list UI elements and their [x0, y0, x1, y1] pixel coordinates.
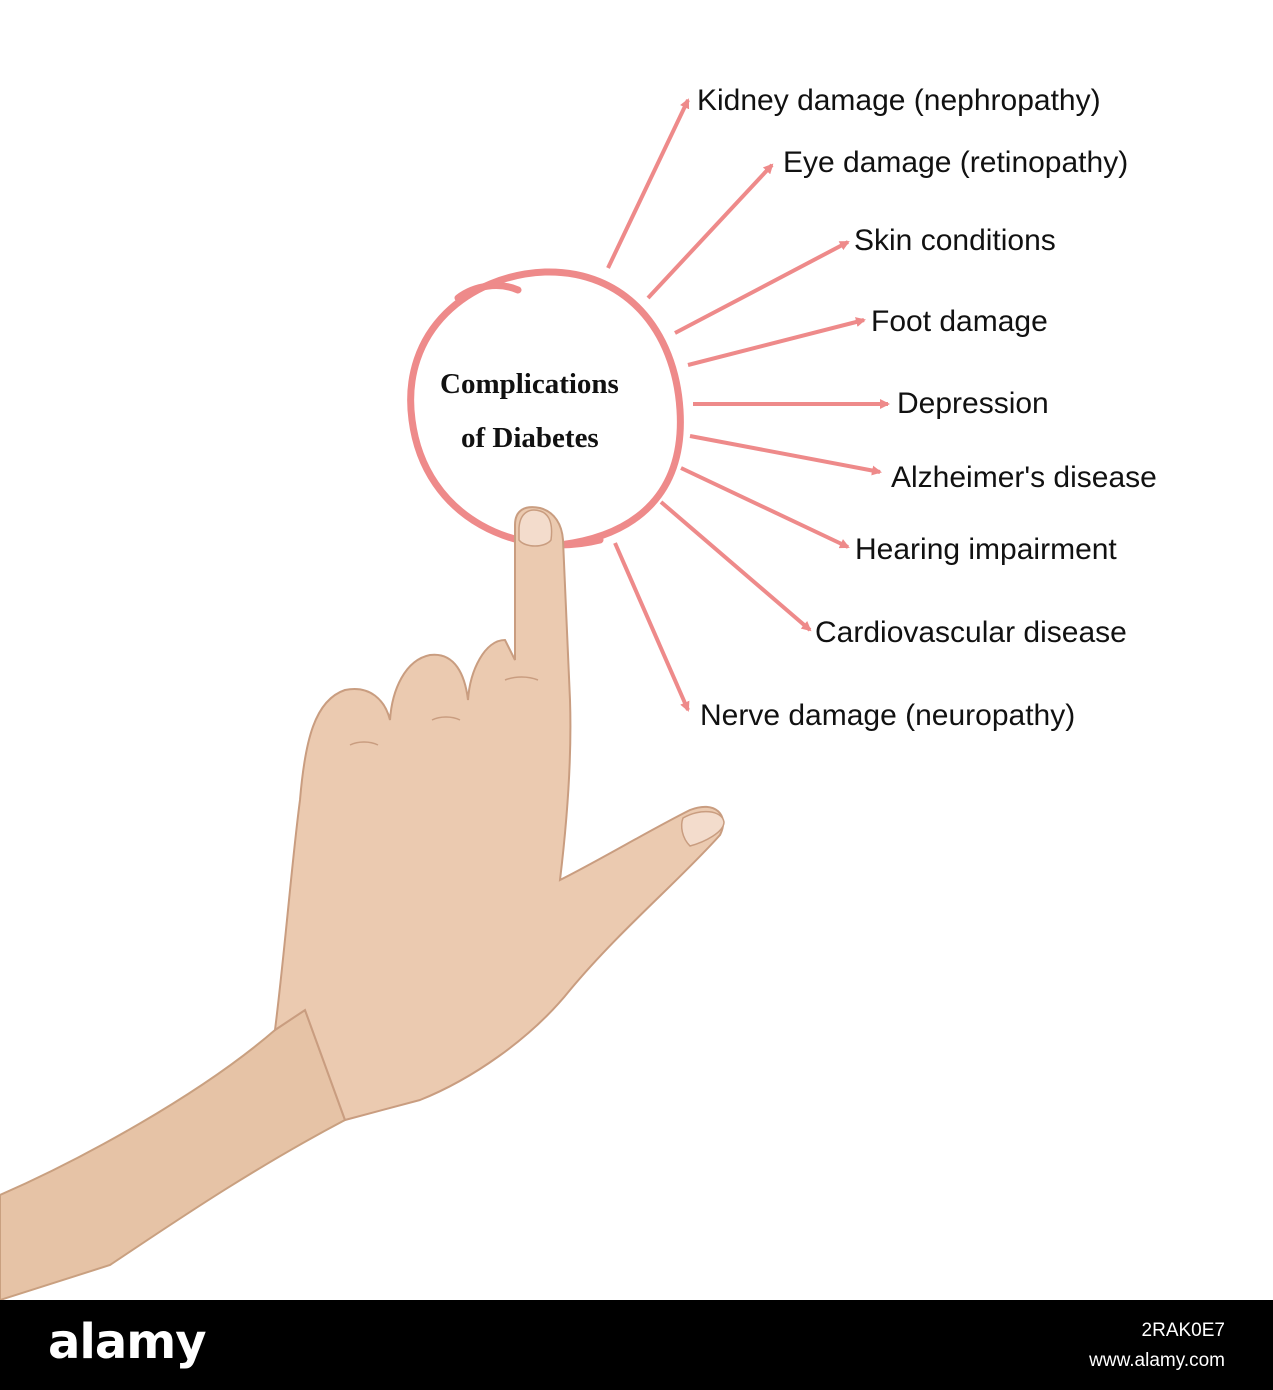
footer-bar: alamy 2RAK0E7 www.alamy.com: [0, 1300, 1273, 1390]
alamy-logo: alamy: [48, 1314, 207, 1370]
center-title-line1: Complications: [440, 368, 619, 400]
outcome-foot: Foot damage: [871, 305, 1048, 338]
arrow-hearing: [680, 466, 850, 549]
watermark: alamy: [138, 1262, 254, 1302]
circle-stroke-tail: [454, 282, 522, 302]
site-url: www.alamy.com: [1089, 1350, 1225, 1371]
outcome-kidney: Kidney damage (nephropathy): [697, 84, 1101, 117]
diagram-svg: Complications of Diabetes Kidney damage …: [0, 84, 1157, 1300]
footer-info: 2RAK0E7 www.alamy.com: [1089, 1316, 1225, 1376]
image-id: 2RAK0E7: [1141, 1320, 1225, 1341]
diagram-canvas: Complications of Diabetes Kidney damage …: [0, 84, 1157, 1302]
outcome-cardio: Cardiovascular disease: [815, 616, 1127, 649]
outcome-nerve: Nerve damage (neuropathy): [700, 699, 1075, 732]
center-circle: [407, 268, 684, 549]
outcome-skin: Skin conditions: [854, 224, 1056, 257]
center-title-line2: of Diabetes: [461, 422, 599, 454]
arrow-foot: [687, 317, 866, 367]
arrow-skin: [674, 240, 850, 335]
arrow-kidney: [606, 98, 690, 269]
arrow-cardio: [659, 500, 812, 632]
arrow-nerve: [613, 542, 690, 712]
outcome-hearing: Hearing impairment: [855, 533, 1117, 566]
outcome-eye: Eye damage (retinopathy): [783, 146, 1128, 179]
outcome-depression: Depression: [897, 387, 1049, 420]
pointing-hand-image: [0, 506, 725, 1300]
arrow-alzheimers: [689, 434, 882, 476]
arrow-eye: [646, 163, 774, 300]
outcome-alzheimers: Alzheimer's disease: [891, 461, 1157, 494]
arrows-group: [606, 98, 890, 712]
